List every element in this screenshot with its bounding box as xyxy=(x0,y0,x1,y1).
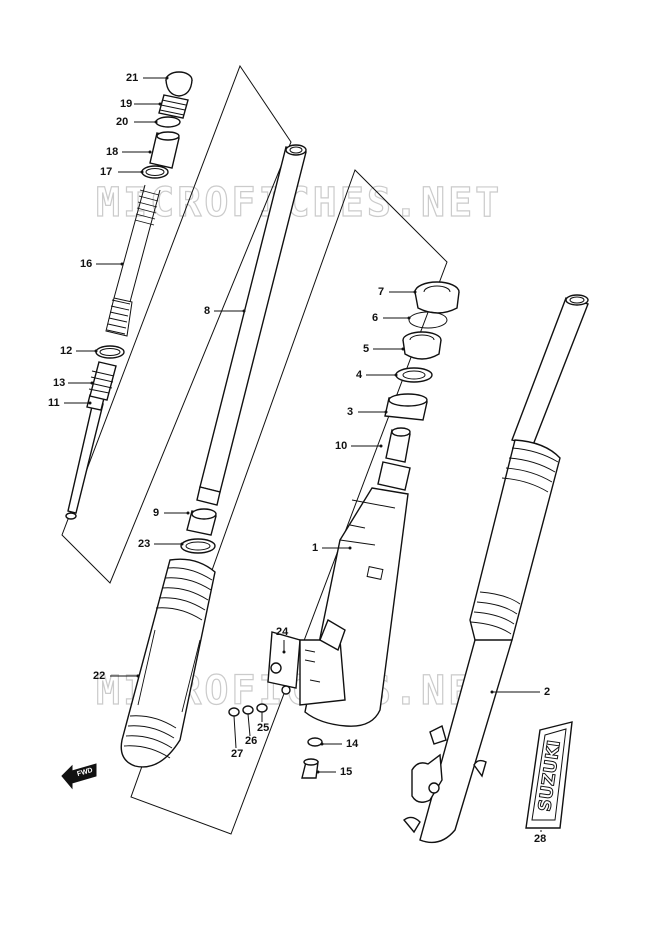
callout-7: 7 xyxy=(378,286,385,298)
inner-tube-assembly xyxy=(120,144,307,768)
callout-26: 26 xyxy=(245,735,258,747)
leader-lines xyxy=(64,76,542,832)
callout-1: 1 xyxy=(312,542,319,554)
group-outline-left xyxy=(61,64,292,584)
callout-8: 8 xyxy=(204,305,211,317)
callout-17: 17 xyxy=(100,166,113,178)
callout-23: 23 xyxy=(138,538,151,550)
callout-11: 11 xyxy=(48,397,60,409)
callout-9: 9 xyxy=(153,507,160,519)
suzuki-emblem xyxy=(525,721,573,829)
outer-tube-assembly xyxy=(228,281,460,779)
callout-22: 22 xyxy=(93,670,106,682)
damper-rod-assembly xyxy=(65,71,193,520)
callout-16: 16 xyxy=(80,258,93,270)
callout-25: 25 xyxy=(257,722,270,734)
callout-19: 19 xyxy=(120,98,133,110)
callout-5: 5 xyxy=(363,343,370,355)
callout-28: 28 xyxy=(534,833,547,845)
callout-15: 15 xyxy=(340,766,353,778)
callout-24: 24 xyxy=(276,626,289,638)
callout-12: 12 xyxy=(60,345,73,357)
callout-4: 4 xyxy=(356,369,363,381)
callout-13: 13 xyxy=(53,377,66,389)
callout-3: 3 xyxy=(347,406,354,418)
callout-6: 6 xyxy=(372,312,379,324)
complete-fork-leg xyxy=(402,294,589,844)
callout-10: 10 xyxy=(335,440,348,452)
callout-27: 27 xyxy=(231,748,244,760)
callout-14: 14 xyxy=(346,738,359,750)
callout-21: 21 xyxy=(126,72,139,84)
callout-20: 20 xyxy=(116,116,129,128)
callout-18: 18 xyxy=(106,146,119,158)
fwd-arrow-icon xyxy=(61,763,97,790)
callout-2: 2 xyxy=(544,686,551,698)
